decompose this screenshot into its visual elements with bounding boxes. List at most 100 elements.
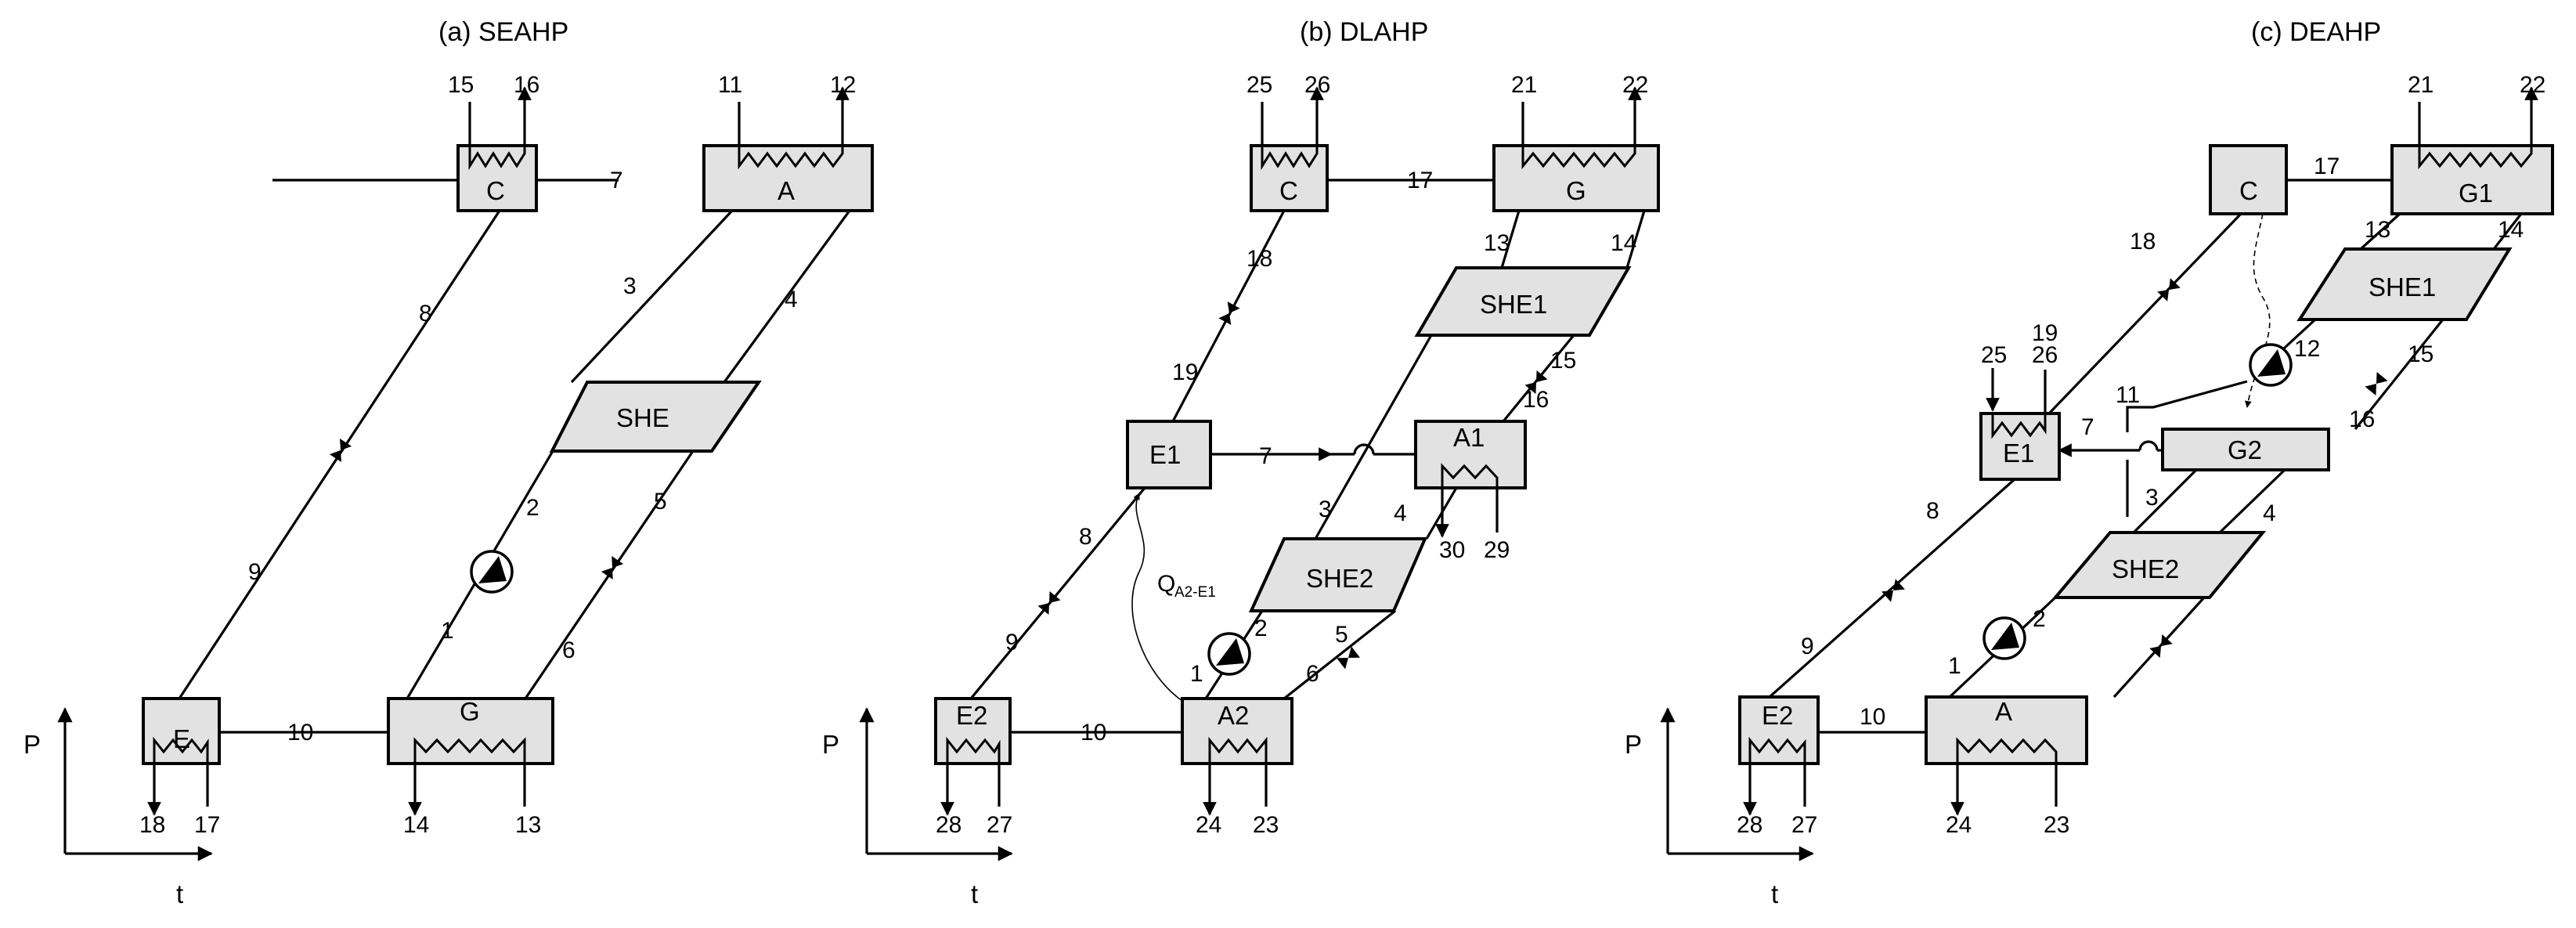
shape [1524,382,1536,394]
label: A2 [1218,701,1249,730]
stream-number: 1 [1948,653,1961,679]
absorber1-box [1414,420,1527,489]
stream-number: 5 [1335,622,1348,648]
absorber2-coil [1208,736,1268,764]
heat-label-sub: A2-E1 [1174,584,1216,601]
line-14 [1625,210,1646,269]
line-18-19 [2047,212,2242,415]
label: P [822,730,839,759]
stream-number: 1 [1190,661,1203,687]
stream-number: 14 [403,812,429,838]
shape [601,568,613,580]
stream-number: 23 [2044,812,2069,838]
stream-number: 27 [987,812,1012,838]
panel-b-dlahp: (b) DLAHP C G [822,17,1660,908]
stream-number: 13 [1484,230,1510,256]
stream-number: 16 [2349,406,2375,432]
stream-number: 5 [654,489,667,515]
stream-number: 17 [1407,168,1433,193]
label: A [1995,697,2012,726]
line-15-16 [2354,319,2444,430]
stream-number: 13 [2365,217,2390,243]
stream-number: 14 [1611,230,1636,256]
stream-number: 3 [2145,485,2159,511]
shape [2376,372,2388,384]
line-13 [2359,212,2401,251]
panel-b-title: (b) DLAHP [1300,17,1428,47]
shape [1037,603,1049,615]
stream-number: 2 [1254,616,1268,641]
stream-number: 6 [1306,661,1319,687]
generator-coil [413,737,526,764]
evaporator-coil [153,736,209,764]
stream-number: 2 [2033,606,2046,632]
line-5-6 [1283,609,1396,700]
shape [1337,658,1348,670]
stream-number: 4 [2263,500,2276,526]
stream-number: 15 [448,72,474,98]
generator1-coil [2418,146,2533,170]
line-8-9 [1768,478,2016,699]
stream-number: 12 [2294,336,2320,362]
line-3 [1314,334,1433,540]
stream-number: 24 [1946,812,1972,838]
stream-number: 4 [1394,500,1407,526]
stream-number: 18 [139,812,165,838]
stream-number: 2 [526,495,539,521]
g-element [1337,646,1360,670]
she2-box [1248,537,1428,612]
stream-number: 24 [1196,812,1221,838]
stream-number: 17 [194,812,220,838]
label: P [1625,730,1642,759]
stream-number: 30 [1439,537,1465,563]
panel-a-title: (a) SEAHP [438,17,568,47]
stream-number: 19 [2032,320,2058,346]
generator2-box [2161,428,2330,471]
stream-number: 3 [623,273,637,299]
label-G: G [460,697,480,726]
absorber2-box [1181,697,1293,765]
stream-number: 25 [1247,72,1272,98]
valve-5-6 [601,556,624,580]
shape [1218,313,1232,325]
g-element [1218,302,1240,325]
stream-number: 21 [1511,72,1537,98]
shape [2161,634,2173,646]
line-13 [1500,210,1521,269]
stream-number: 14 [2498,217,2524,243]
g-element [1524,370,1548,394]
condenser-coil [1261,146,1319,171]
label: E1 [2003,439,2034,468]
stream-number: 11 [2116,382,2140,408]
evaporator1-coil [1991,413,2047,439]
stream-number: 12 [830,72,856,98]
stream-number: 27 [1791,812,1817,838]
stream-number: 16 [1523,387,1549,413]
panel-b-pipes [969,179,1646,734]
label-SHE: SHE [616,403,669,432]
evaporator2-coil [946,736,1001,764]
stream-number: 22 [2520,72,2545,98]
line-3 [570,209,734,384]
stream-number: 7 [610,168,623,193]
line-4 [2218,468,2286,534]
stream-number: 23 [1253,812,1279,838]
shape [339,439,352,450]
g-element [1881,579,1905,602]
she2-box [2051,531,2267,599]
label: G1 [2459,179,2493,208]
shape [2257,349,2286,377]
she1-box [2296,247,2513,321]
stream-number: 18 [2130,229,2156,255]
shape [2365,384,2376,395]
shape [2157,290,2169,302]
absorber-coil [1956,737,2058,764]
label: E1 [1149,440,1181,469]
panel-c-axes: P t [1625,707,1814,908]
shape [329,450,342,462]
label: G [1566,176,1586,205]
she-box [549,381,762,453]
label: t [176,879,183,908]
stream-number: 10 [1860,704,1885,730]
stream-number: 9 [248,559,262,585]
